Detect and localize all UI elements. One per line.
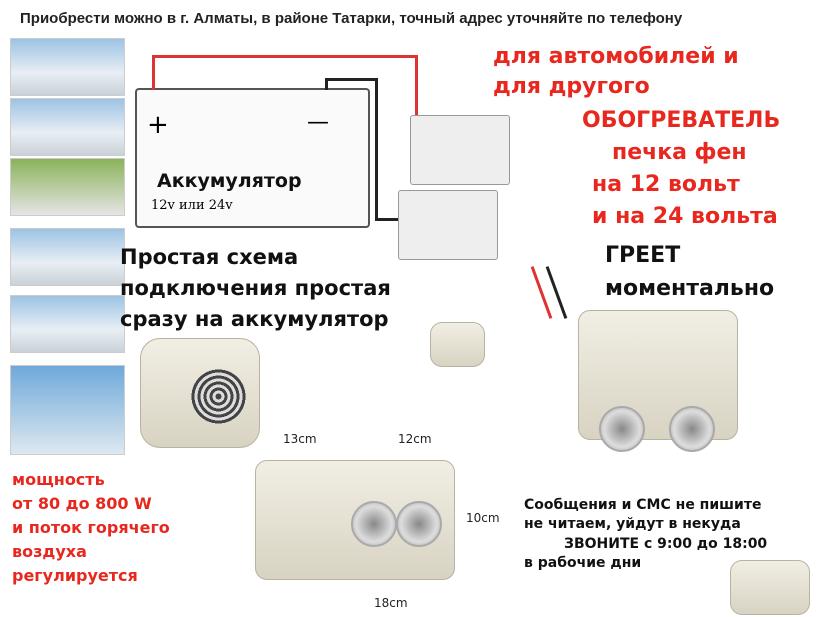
battery-label: Аккумулятор (157, 170, 302, 192)
power-line4: воздуха (12, 542, 87, 561)
air-outlet (396, 501, 442, 547)
headline-line4: печка фен (612, 140, 747, 165)
notice-line4: в рабочие дни (524, 555, 642, 571)
scheme-line1: Простая схема (120, 245, 299, 269)
dimension-width: 13cm (283, 432, 317, 446)
heater-small-corner (730, 560, 810, 615)
minus-terminal: — (307, 110, 329, 135)
heater-fan-back (140, 338, 260, 448)
battery-voltage: 12v или 24v (151, 198, 233, 213)
air-outlet (599, 406, 645, 452)
power-line5: регулируется (12, 566, 138, 585)
battery-illustration: + — Аккумулятор 12v или 24v (135, 88, 370, 228)
red-wire (152, 55, 417, 58)
power-line3: и поток горячего (12, 518, 170, 537)
circuit-breaker-2 (398, 190, 498, 260)
heats-line1: ГРЕЕТ (605, 243, 681, 268)
headline-line6: и на 24 вольта (592, 204, 778, 229)
black-wire (325, 78, 375, 81)
heats-line2: моментально (605, 276, 775, 301)
heater-small-front (430, 322, 485, 367)
heater-large (578, 310, 738, 452)
headline-line3: ОБОГРЕВАТЕЛЬ (582, 108, 781, 133)
circuit-breaker-1 (410, 115, 510, 185)
headline-line5: на 12 вольт (592, 172, 740, 197)
photo-car-snow (10, 295, 125, 353)
red-wire (152, 55, 155, 90)
plus-terminal: + (147, 110, 169, 140)
dimension-length: 18cm (374, 596, 408, 610)
power-line2: от 80 до 800 W (12, 494, 152, 513)
black-wire (325, 78, 328, 90)
notice-line1: Сообщения и СМС не пишите (524, 497, 762, 513)
photo-truck-snow (10, 38, 125, 96)
header-text: Приобрести можно в г. Алматы, в районе Т… (20, 10, 683, 27)
air-outlet (351, 501, 397, 547)
photo-van (10, 98, 125, 156)
air-outlet (669, 406, 715, 452)
scheme-line2: подключения простая (120, 276, 391, 300)
heater-dimensions (255, 460, 455, 580)
photo-crane (10, 365, 125, 455)
notice-line2: не читаем, уйдут в некуда (524, 516, 741, 532)
power-line1: мощность (12, 470, 105, 489)
black-wire (375, 78, 378, 220)
dimension-height: 10cm (466, 511, 500, 525)
headline-line2: для другого (493, 74, 650, 99)
scheme-line3: сразу на аккумулятор (120, 307, 389, 331)
red-wire (415, 55, 418, 115)
notice-line3: ЗВОНИТЕ с 9:00 до 18:00 (564, 536, 768, 552)
fan-grille-icon (191, 369, 246, 424)
photo-minibus (10, 158, 125, 216)
dimension-depth: 12cm (398, 432, 432, 446)
black-wire (375, 218, 400, 221)
headline-line1: для автомобилей и (493, 44, 739, 69)
photo-tractor (10, 228, 125, 286)
